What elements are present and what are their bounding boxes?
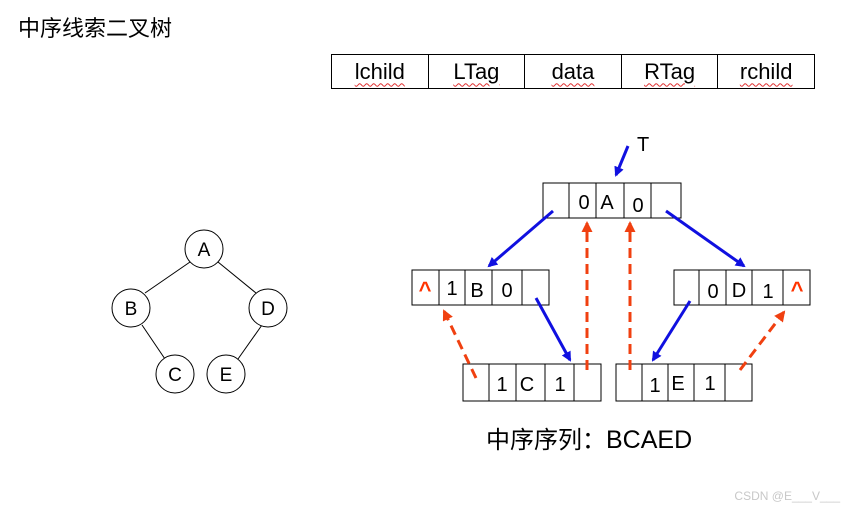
inorder-sequence: 中序序列：BCAED [486,422,692,458]
child-pointers [487,209,746,362]
tree-node-c: C [155,354,195,394]
record-d-data: D [732,280,746,302]
record-e-ltag: 1 [649,375,660,397]
record-b-rtag: 0 [501,280,512,302]
record-b-lchild-null: ^ [419,277,432,302]
tree-edge-a-d [217,261,257,294]
thread-pointers [442,221,786,379]
record-d-ltag: 0 [707,281,718,303]
tree-edge-b-c [141,324,166,360]
record-c-rtag: 1 [554,374,565,396]
node-structure-table: lchild LTag data RTag rchild [331,54,815,89]
field-ltag: LTag [429,55,526,88]
child-arrow-a-d [665,209,746,268]
record-a-rtag: 0 [632,195,643,217]
inorder-sequence-value: BCAED [606,426,693,454]
record-node-a: 0 A 0 [542,182,682,219]
tree-node-e: E [206,354,246,394]
tree-node-d: D [248,288,288,328]
svg-text:A: A [198,240,211,261]
tree-edge-d-e [237,324,263,360]
record-e-data: E [671,373,684,395]
record-b-ltag: 1 [446,278,457,300]
field-rtag: RTag [622,55,719,88]
child-arrow-d-e [651,300,692,362]
binary-tree: A B D C E [111,229,288,394]
svg-text:B: B [125,299,138,320]
record-d-rchild-null: ^ [791,277,804,302]
page-title: 中序线索二叉树 [18,17,173,42]
record-node-e: 1 E 1 [615,363,753,402]
svg-text:C: C [168,365,182,386]
field-data: data [525,55,622,88]
svg-text:D: D [261,299,275,320]
record-c-data: C [520,374,534,396]
tree-edge-a-b [144,261,191,294]
record-a-ltag: 0 [578,192,589,214]
thread-arrow-c-b [442,309,478,379]
child-arrow-b-c [534,297,572,362]
record-d-rtag: 1 [762,281,773,303]
record-node-b: ^ 1 B 0 [411,269,550,306]
pointer-label: T [637,134,649,156]
record-node-c: 1 C 1 [462,363,602,402]
inorder-sequence-label: 中序序列： [486,426,606,454]
thread-arrow-e-d [738,310,786,371]
child-arrow-a-b [487,209,554,268]
svg-text:E: E [220,365,233,386]
field-lchild: lchild [332,55,429,88]
watermark: CSDN @E___V___ [734,489,840,503]
tree-node-b: B [111,288,151,328]
head-pointer: T [614,134,649,177]
field-rchild: rchild [739,58,793,84]
tree-node-a: A [184,229,224,269]
record-node-d: 0 D 1 ^ [673,269,811,306]
record-c-ltag: 1 [496,374,507,396]
record-a-data: A [600,192,614,214]
record-e-rtag: 1 [704,373,715,395]
record-b-data: B [470,280,483,302]
